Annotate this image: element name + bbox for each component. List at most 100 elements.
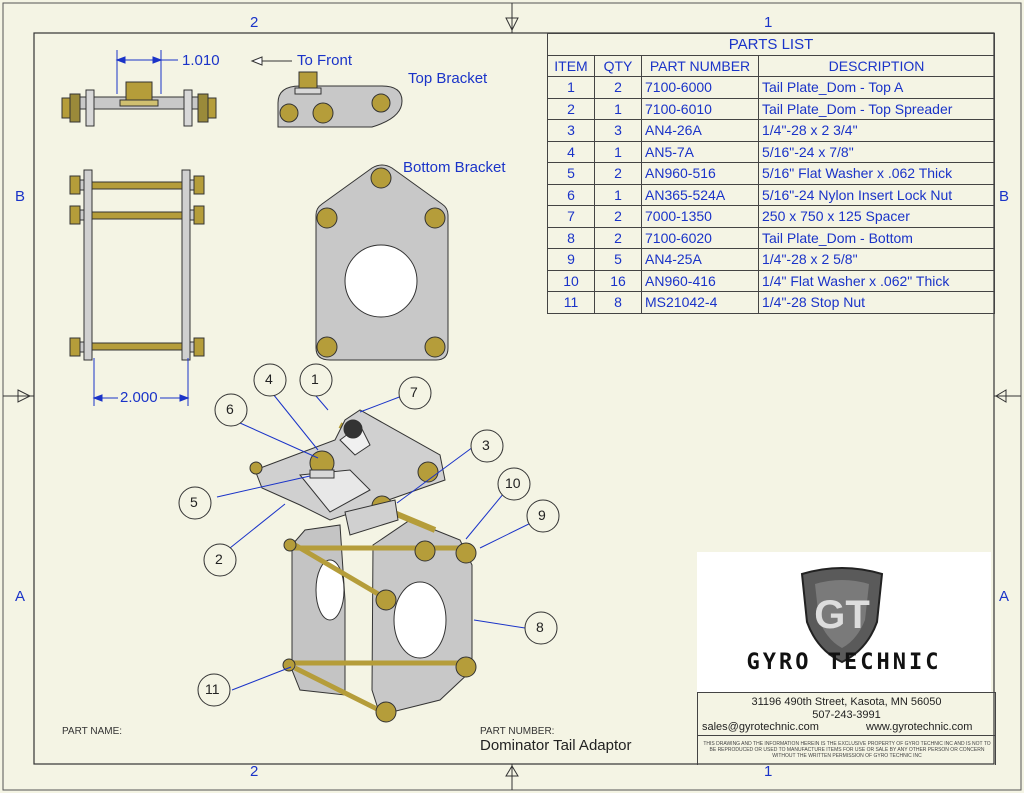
qty-cell: 1 [594,97,642,120]
part-number-cell: MS21042-4 [641,291,759,314]
leader-lines [216,393,540,691]
zone-bottom-1: 1 [764,763,773,780]
zone-top-1: 1 [764,14,773,31]
balloon-11-text: 11 [205,681,220,697]
part-number-cell: 7100-6010 [641,97,759,120]
zone-top-2: 2 [250,14,259,31]
part-number-cell: AN5-7A [641,140,759,163]
col-part-number: PART NUMBER [641,54,759,77]
item-cell: 8 [547,226,595,249]
top-bracket-label: Top Bracket [408,70,488,87]
item-cell: 4 [547,140,595,163]
balloon-10-text: 10 [505,475,521,491]
description-cell: 5/16"-24 Nylon Insert Lock Nut [757,183,996,206]
description-cell: 5/16"-24 x 7/8" [757,140,996,163]
description-cell: 1/4" Flat Washer x .062" Thick [757,269,996,292]
balloon-2-text: 2 [215,551,223,567]
dim-top-lines [115,50,178,94]
company-website: www.gyrotechnic.com [866,721,973,733]
description-cell: Tail Plate_Dom - Bottom [757,226,996,249]
drawing-border [33,32,995,765]
svg-text:GT: GT [814,593,870,637]
item-cell: 11 [547,291,595,314]
company-email: sales@gyrotechnic.com [702,721,819,733]
qty-cell: 2 [594,226,642,249]
balloon-9-text: 9 [538,507,546,523]
balloon-1-text: 1 [311,371,319,387]
item-cell: 2 [547,97,595,120]
description-cell: 5/16" Flat Washer x .062 Thick [757,162,996,185]
part-name-label: PART NAME: [62,726,123,737]
zone-left-b: B [15,188,26,205]
col-description: DESCRIPTION [757,54,996,77]
qty-cell: 2 [594,76,642,99]
part-number-cell: 7100-6000 [641,76,759,99]
dim-top-label: 1.010 [182,52,220,69]
top-view [61,81,217,127]
balloon-6-text: 6 [226,401,234,417]
title-block: 31196 490th Street, Kasota, MN 56050 507… [697,692,996,765]
part-number-cell: 7000-1350 [641,205,759,228]
item-cell: 9 [547,248,595,271]
dim-side-label: 2.000 [118,389,160,406]
qty-cell: 5 [594,248,642,271]
part-number-cell: AN960-416 [641,269,759,292]
logo-shield-icon: GT [800,567,884,664]
company-phone: 507-243-3991 [812,709,881,721]
qty-cell: 1 [594,140,642,163]
qty-cell: 2 [594,162,642,185]
item-cell: 6 [547,183,595,206]
qty-cell: 1 [594,183,642,206]
description-cell: Tail Plate_Dom - Top A [757,76,996,99]
item-cell: 1 [547,76,595,99]
description-cell: 1/4"-28 Stop Nut [757,291,996,314]
zone-left-a: A [15,588,26,605]
qty-cell: 8 [594,291,642,314]
qty-cell: 16 [594,269,642,292]
parts-list-header-row: ITEM QTY PART NUMBER DESCRIPTION [547,54,996,77]
part-number-cell: AN4-25A [641,248,759,271]
item-cell: 10 [547,269,595,292]
part-number-cell: AN365-524A [641,183,759,206]
part-number-cell: AN960-516 [641,162,759,185]
qty-cell: 2 [594,205,642,228]
description-cell: Tail Plate_Dom - Top Spreader [757,97,996,120]
balloon-4-text: 4 [265,371,273,387]
qty-cell: 3 [594,119,642,142]
balloon-5-text: 5 [190,494,198,510]
bottom-bracket-label: Bottom Bracket [403,159,506,176]
parts-list-table: PARTS LIST ITEM QTY PART NUMBER DESCRIPT… [546,33,996,314]
side-view [69,169,205,361]
balloon-3-text: 3 [482,437,490,453]
to-front-arrow [250,56,292,66]
part-number-label: PART NUMBER: [480,726,555,737]
bottom-bracket-shape [315,164,449,361]
to-front-label: To Front [297,52,353,69]
part-number-value: Dominator Tail Adaptor [480,737,632,754]
part-number-cell: 7100-6020 [641,226,759,249]
logo-wordmark: GYRO TECHNIC [746,650,942,675]
description-cell: 250 x 750 x 125 Spacer [757,205,996,228]
balloon-7-text: 7 [410,384,418,400]
zone-bottom-2: 2 [250,763,259,780]
zone-right-a: A [999,588,1010,605]
proprietary-notice: THIS DRAWING AND THE INFORMATION HEREIN … [703,741,991,759]
zone-right-b: B [999,188,1010,205]
top-bracket-shape [277,71,403,128]
company-address: 31196 490th Street, Kasota, MN 56050 [751,696,942,708]
item-cell: 7 [547,205,595,228]
isometric-assembly [249,409,477,723]
